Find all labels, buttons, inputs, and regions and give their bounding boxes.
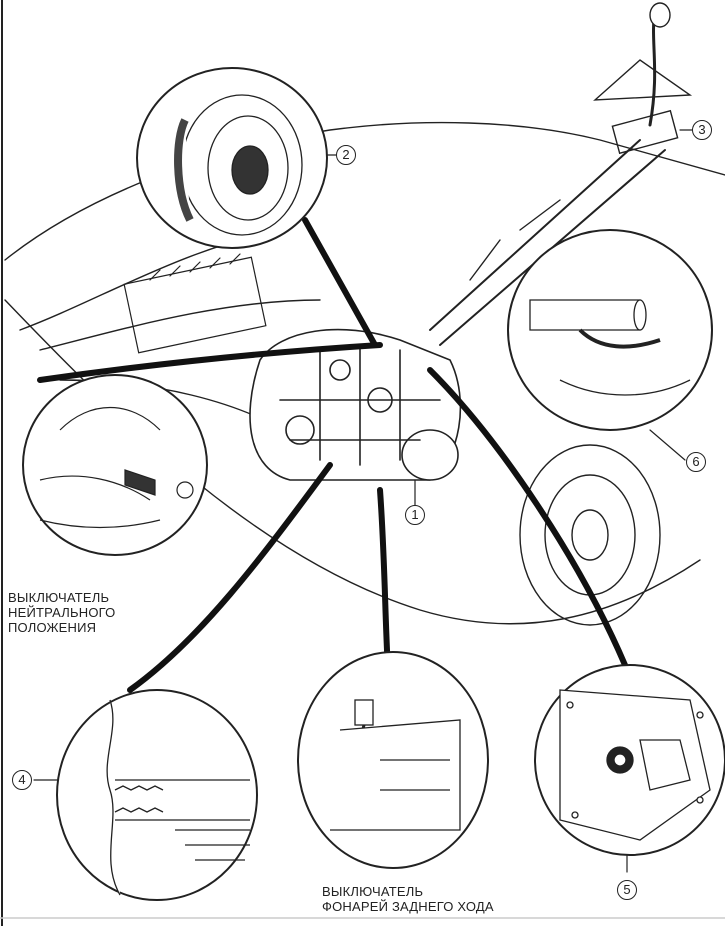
gear-lever-boot <box>593 59 693 101</box>
callout-4: 4 <box>12 770 32 790</box>
detail-circle-seal <box>56 689 258 901</box>
detail-circle-neutral-switch <box>22 374 208 556</box>
detail-circle-shift-shaft <box>507 229 713 431</box>
callout-2: 2 <box>336 145 356 165</box>
reverse-switch-label-line-1: ВЫКЛЮЧАТЕЛЬ <box>322 884 424 899</box>
shift-base <box>611 109 679 155</box>
callout-6: 6 <box>686 452 706 472</box>
reverse-switch-label-line-2: ФОНАРЕЙ ЗАДНЕГО ХОДА <box>322 899 494 914</box>
neutral-switch-label-line-2: НЕЙТРАЛЬНОГО <box>8 605 116 620</box>
callout-5: 5 <box>617 880 637 900</box>
engine-block <box>123 253 267 354</box>
detail-circle-case <box>534 664 725 856</box>
detail-circle-gear <box>136 67 328 249</box>
callout-1: 1 <box>405 505 425 525</box>
car-body-outline <box>4 121 725 261</box>
shift-rod-upper <box>429 139 641 331</box>
neutral-switch-label-line-1: ВЫКЛЮЧАТЕЛЬ <box>8 590 110 605</box>
neutral-switch-label-line-3: ПОЛОЖЕНИЯ <box>8 620 97 635</box>
leader-6 <box>649 429 686 461</box>
neutral-switch-label: ВЫКЛЮЧАТЕЛЬ НЕЙТРАЛЬНОГО ПОЛОЖЕНИЯ <box>8 590 116 635</box>
callout-3: 3 <box>692 120 712 140</box>
reverse-light-switch-label: ВЫКЛЮЧАТЕЛЬ ФОНАРЕЙ ЗАДНЕГО ХОДА <box>322 884 494 914</box>
leader-lines <box>37 217 628 693</box>
transmission <box>249 328 462 481</box>
gear-knob <box>649 2 671 28</box>
detail-circle-reverse-switch <box>297 651 489 869</box>
